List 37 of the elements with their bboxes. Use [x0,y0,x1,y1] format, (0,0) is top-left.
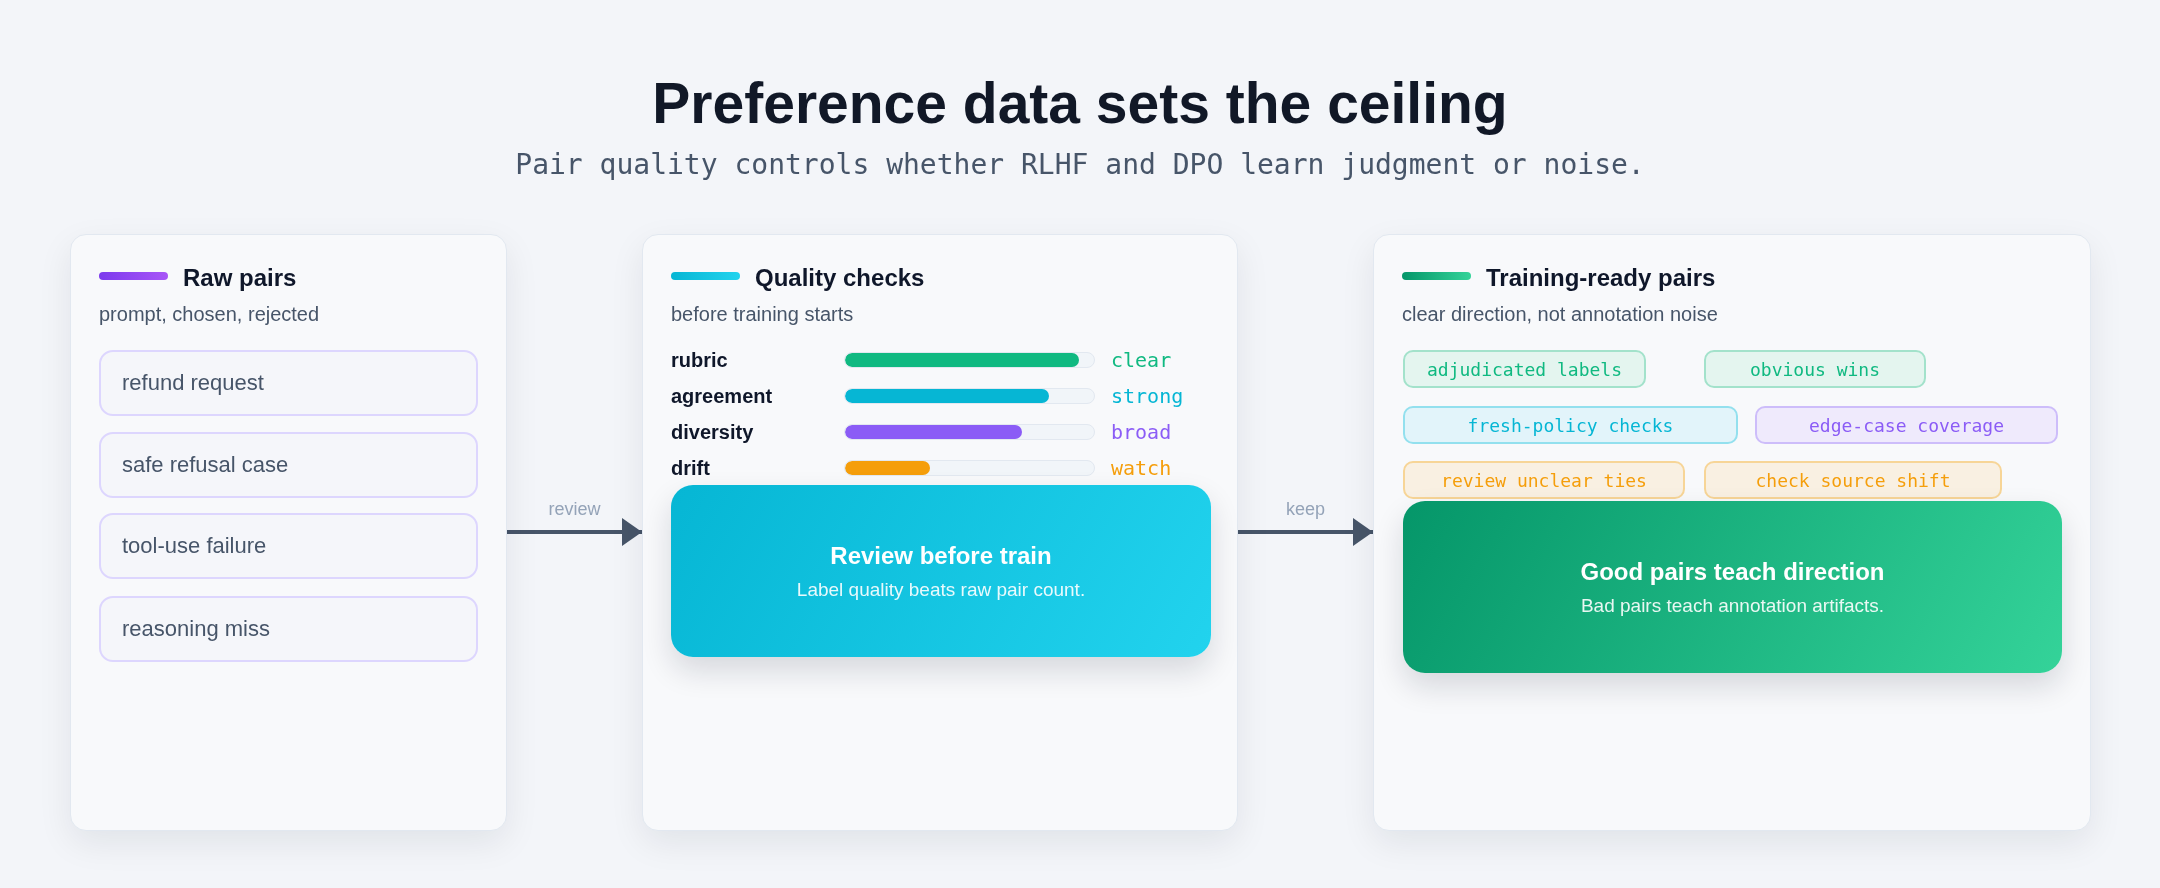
metric-status: watch [1111,456,1172,480]
tag-chip: adjudicated labels [1403,350,1646,388]
card-subtitle: before training starts [671,302,854,326]
stage-card [70,234,507,831]
tag-chip: check source shift [1704,461,2002,499]
metric-label: agreement [671,384,773,408]
example-card: tool-use failure [99,513,478,579]
stage-card [1373,234,2091,831]
example-card: safe refusal case [99,432,478,498]
example-card: reasoning miss [99,596,478,662]
card-subtitle: clear direction, not annotation noise [1402,302,1718,326]
banner-heading: Review before train [830,541,1052,570]
summary-banner [671,485,1211,657]
card-heading: Raw pairs [183,264,297,292]
tag-chip: obvious wins [1704,350,1926,388]
card-heading: Quality checks [755,264,925,292]
card-heading: Training-ready pairs [1486,264,1716,292]
card-subtitle: prompt, chosen, rejected [99,302,320,326]
tag-chip: fresh-policy checks [1403,406,1738,444]
arrow [507,518,642,546]
banner-text: Label quality beats raw pair count. [796,577,1086,601]
metric-label: rubric [671,348,728,372]
metric-status: clear [1111,348,1172,372]
subtitle: Pair quality controls whether RLHF and DPO learn judgment or noise. [515,148,1645,182]
tag-chip: edge-case coverage [1755,406,2058,444]
metric-label: diversity [671,420,754,444]
example-card: refund request [99,350,478,416]
stage-card [642,234,1238,831]
metric-status: broad [1111,420,1172,444]
banner-text: Bad pairs teach annotation artifacts. [1580,593,1885,617]
banner-heading: Good pairs teach direction [1580,557,1885,586]
arrow [1238,518,1373,546]
title: Preference data sets the ceiling [652,70,1508,136]
metric-label: drift [671,456,710,480]
summary-banner [1403,501,2062,673]
metric-status: strong [1111,384,1184,408]
tag-chip: review unclear ties [1403,461,1685,499]
